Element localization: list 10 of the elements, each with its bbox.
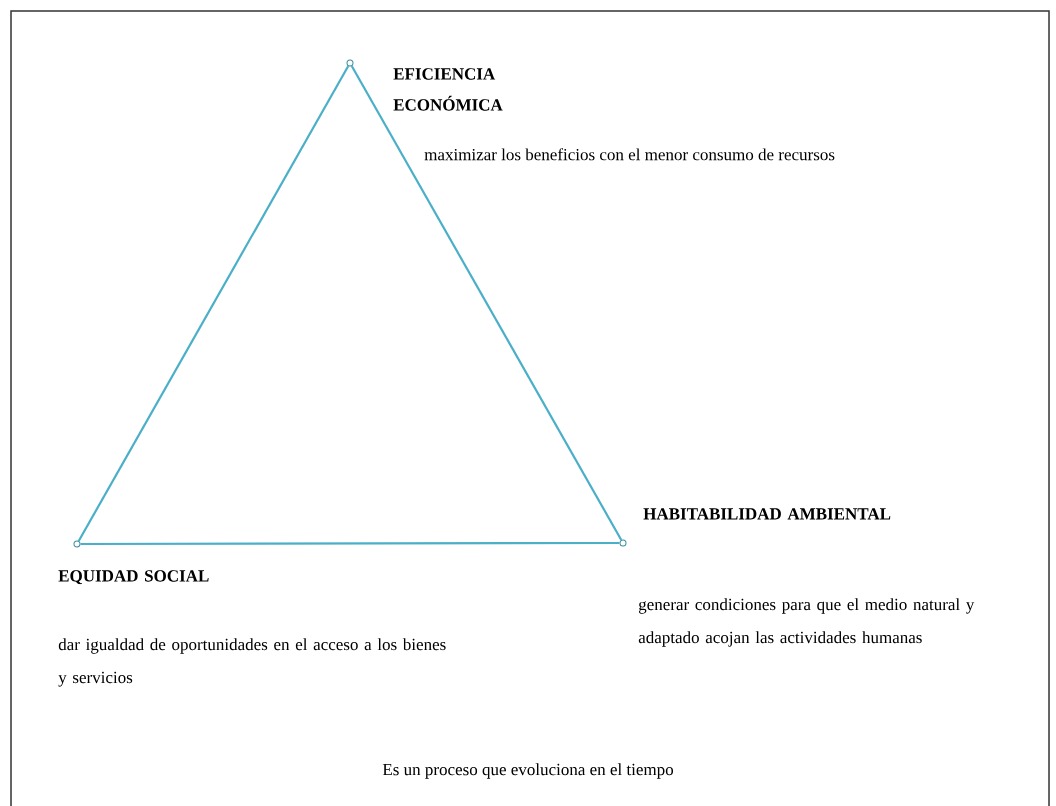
triangle-side bbox=[80, 541, 620, 546]
footer-note: Es un proceso que evoluciona en el tiempo bbox=[382, 763, 674, 779]
triangle-side bbox=[350, 65, 623, 541]
vertex-heading: HABITABILIDAD AMBIENTAL bbox=[643, 508, 891, 520]
triangle-side bbox=[77, 65, 350, 542]
vertex-description: generar condiciones para que el medio natural y adaptado acojan las actividades humanas bbox=[638, 598, 975, 647]
vertex-description: dar igualdad de oportunidades en el acceso a los bienes y servicios bbox=[58, 638, 446, 687]
vertex-description: maximizar los beneficios con el menor consumo de recursos bbox=[424, 148, 835, 161]
vertex-heading: EFICIENCIA ECONÓMICA bbox=[393, 68, 503, 111]
vertex-heading: EQUIDAD SOCIAL bbox=[58, 570, 209, 585]
